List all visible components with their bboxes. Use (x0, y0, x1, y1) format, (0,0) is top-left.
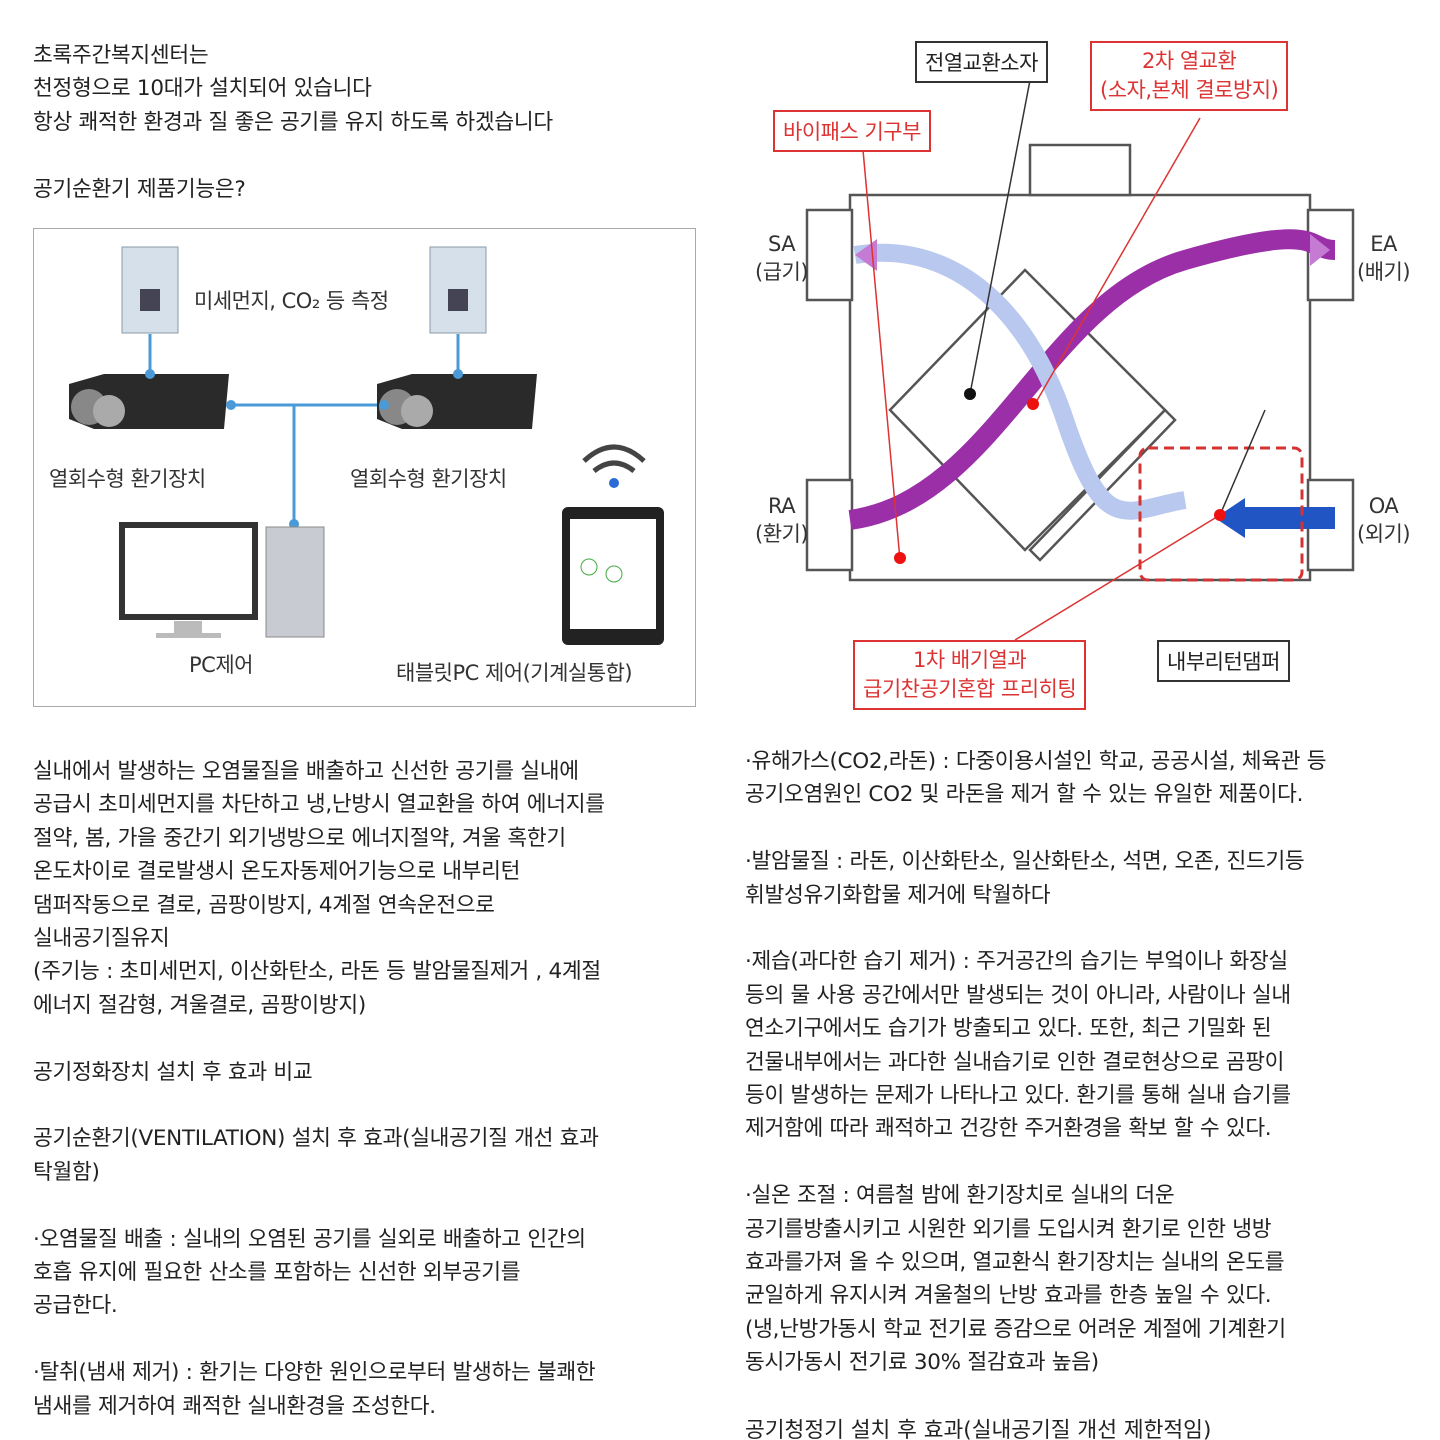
exhaust-airflow-arrow (848, 229, 1336, 530)
pc-control-label: PC제어 (189, 653, 253, 677)
callout-preheat-line: 급기찬공기혼합 프리히팅 (863, 677, 1077, 701)
intro-line: 항상 쾌적한 환경과 질 좋은 공기를 유지 하도록 하겠습니다 (33, 109, 553, 135)
callout-preheat-line: 1차 배기열과 (913, 648, 1027, 672)
port-ea-code: EA (1370, 232, 1397, 256)
port-sa: SA (급기) (755, 230, 809, 286)
intro-line: 천정형으로 10대가 설치되어 있습니다 (33, 76, 372, 102)
callout-element: 전열교환소자 (915, 41, 1048, 83)
port-oa-label: (외기) (1357, 522, 1411, 546)
callout-damper: 내부리턴댐퍼 (1157, 640, 1290, 682)
temperature-paragraph: ·실온 조절 : 여름철 밤에 환기장치로 실내의 더운 공기를방출시키고 시원… (745, 1183, 1286, 1376)
ventilation-paragraph: 공기순환기(VENTILATION) 설치 후 효과(실내공기질 개선 효과 탁… (33, 1126, 599, 1185)
port-sa-code: SA (767, 232, 796, 256)
pollutant-paragraph: ·오염물질 배출 : 실내의 오염된 공기를 실외로 배출하고 인간의 호흡 유… (33, 1226, 586, 1319)
port-ea-label: (배기) (1357, 260, 1411, 284)
right-body-text: ·유해가스(CO2,라돈) : 다중이용시설인 학교, 공공시설, 체육관 등 … (745, 745, 1327, 1380)
intro-text: 초록주간복지센터는 천정형으로 10대가 설치되어 있습니다 항상 쾌적한 환경… (33, 39, 553, 206)
unit-label: 열회수형 환기장치 (49, 467, 206, 491)
ventilator-unit-icon (69, 374, 229, 429)
port-sa-label: (급기) (755, 260, 809, 284)
callout-secondary-sub: (소자,본체 결로방지) (1100, 78, 1279, 102)
damper-region (1138, 446, 1304, 582)
unit-label: 열회수형 환기장치 (350, 467, 507, 491)
system-diagram-graphic (69, 246, 664, 645)
port-oa-code: OA (1368, 494, 1399, 518)
left-body-text: 실내에서 발생하는 오염물질을 배출하고 신선한 공기를 실내에 공급시 초미세… (33, 755, 605, 1423)
question-heading: 공기순환기 제품기능은? (33, 176, 246, 202)
wifi-icon (582, 444, 646, 488)
tablet-control-label: 태블릿PC 제어(기계실통합) (396, 661, 633, 685)
sensor-icon (429, 246, 487, 334)
pc-tower-icon (265, 526, 325, 638)
gas-paragraph: ·유해가스(CO2,라돈) : 다중이용시설인 학교, 공공시설, 체육관 등 … (745, 749, 1327, 808)
deodor-paragraph: ·탈취(냄새 제거) : 환기는 다양한 원인으로부터 발생하는 불쾌한 냄새를… (33, 1360, 596, 1419)
heat-exchanger-graphic (805, 74, 1355, 641)
ventilator-unit-icon (377, 374, 537, 429)
intro-line: 초록주간복지센터는 (33, 43, 209, 68)
supply-airflow-arrow (853, 243, 1187, 520)
dehumid-paragraph: ·제습(과다한 습기 제거) : 주거공간의 습기는 부엌이나 화장실 등의 물… (745, 949, 1291, 1142)
description-paragraph: 실내에서 발생하는 오염물질을 배출하고 신선한 공기를 실내에 공급시 초미세… (33, 759, 605, 1018)
port-ra-code: RA (767, 494, 796, 518)
callout-secondary-title: 2차 열교환 (1141, 49, 1237, 73)
monitor-icon (119, 522, 258, 638)
compare-heading: 공기정화장치 설치 후 효과 비교 (33, 1059, 313, 1085)
port-oa: OA (외기) (1357, 492, 1411, 548)
port-ra: RA (환기) (755, 492, 809, 548)
heat-exchanger-diagram: 전열교환소자 2차 열교환 (소자,본체 결로방지) 바이패스 기구부 1차 배기… (745, 0, 1425, 712)
sensor-label: 미세먼지, CO₂ 등 측정 (194, 289, 389, 313)
port-ra-label: (환기) (755, 522, 809, 546)
carcinogen-paragraph: ·발암물질 : 라돈, 이산화탄소, 일산화탄소, 석면, 오존, 진드기등 휘… (745, 849, 1305, 908)
port-ea: EA (배기) (1357, 230, 1411, 286)
sensor-icon (121, 246, 179, 334)
system-diagram: 미세먼지, CO₂ 등 측정 열회수형 환기장치 열회수형 환기장치 PC제어 … (33, 228, 696, 707)
tablet-icon (562, 507, 664, 645)
cutoff-text: 공기청정기 설치 후 효과(실내공기질 개선 제한적임) (745, 1418, 1212, 1440)
callout-secondary-exchange: 2차 열교환 (소자,본체 결로방지) (1090, 41, 1289, 111)
callout-bypass: 바이패스 기구부 (773, 110, 931, 152)
cutoff-line: 공기청정기 설치 후 효과(실내공기질 개선 제한적임) (745, 1418, 1285, 1440)
